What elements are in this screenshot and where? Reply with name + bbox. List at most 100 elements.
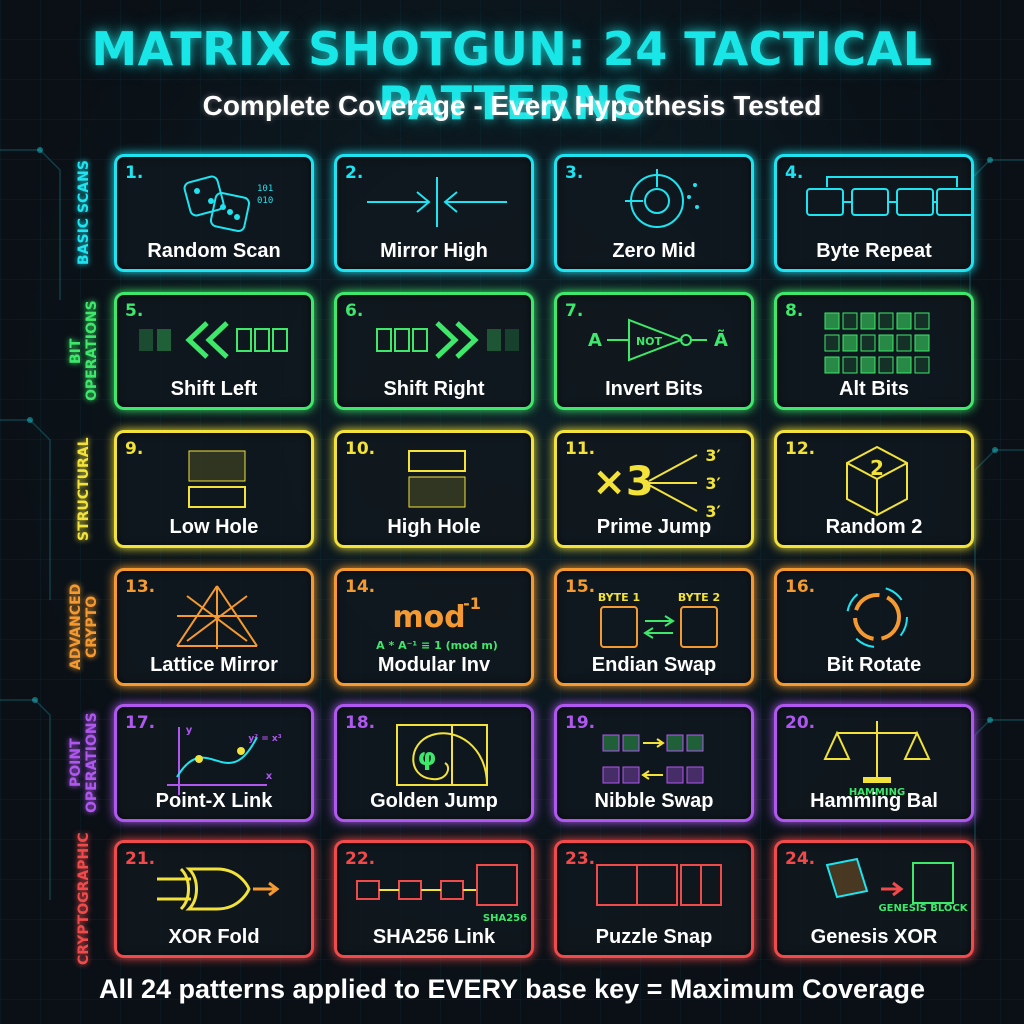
pattern-number: 15. <box>565 577 596 597</box>
genesis-block-icon: GENESIS BLOCK <box>825 857 969 914</box>
pattern-number: 4. <box>785 163 804 183</box>
pattern-card-2[interactable]: 2. Mirror High <box>334 154 534 272</box>
pattern-label: Shift Left <box>170 378 258 400</box>
puzzle-icon <box>596 864 722 906</box>
alt-bits-grid-icon <box>824 312 930 374</box>
pattern-label: Random Scan <box>147 240 281 262</box>
not-gate-icon: A NOT Ã <box>588 318 728 362</box>
pattern-card-3[interactable]: 3. Zero Mid <box>554 154 754 272</box>
svg-text:101: 101 <box>257 184 273 194</box>
pattern-card-8[interactable]: 8. Alt Bits <box>774 292 974 410</box>
pattern-label: Nibble Swap <box>594 790 714 812</box>
dice-face-text: 2 <box>870 456 884 480</box>
pattern-number: 23. <box>565 849 596 869</box>
pattern-card-4[interactable]: 4. Byte Repeat <box>774 154 974 272</box>
curve-x-text: x <box>266 771 273 782</box>
mod-sup-text: -1 <box>463 594 481 613</box>
xor-gate-icon <box>157 867 280 911</box>
pattern-label: Alt Bits <box>839 378 909 400</box>
pattern-card-20[interactable]: HAMMING 20. Hamming Bal <box>774 704 974 822</box>
pattern-card-21[interactable]: 21. XOR Fold <box>114 840 314 958</box>
golden-spiral-icon: φ <box>396 724 488 786</box>
pattern-label: Shift Right <box>383 378 485 400</box>
row-label-1: BIT OPERATIONS <box>68 300 100 402</box>
row-label-5: CRYPTOGRAPHIC <box>76 832 92 966</box>
pattern-label: Puzzle Snap <box>595 926 713 948</box>
dice-2-icon: 2 <box>846 445 908 517</box>
footer-text: All 24 patterns applied to EVERY base ke… <box>98 974 926 1004</box>
phi-text: φ <box>418 743 437 771</box>
genesis-text: GENESIS BLOCK <box>878 903 968 914</box>
mod-main-text: mod <box>392 600 465 635</box>
pattern-number: 7. <box>565 301 584 321</box>
pattern-card-5[interactable]: 5. Shift Left <box>114 292 314 410</box>
pattern-label: XOR Fold <box>168 926 260 948</box>
pattern-card-23[interactable]: 23. Puzzle Snap <box>554 840 754 958</box>
not-gate-text: NOT <box>636 335 663 348</box>
pattern-card-22[interactable]: SHA256 22. SHA256 Link <box>334 840 534 958</box>
pattern-card-10[interactable]: 10. High Hole <box>334 430 534 548</box>
pattern-label: Hamming Bal <box>810 790 938 812</box>
pattern-number: 5. <box>125 301 144 321</box>
pattern-label: Zero Mid <box>612 240 696 262</box>
row-label-0: BASIC SCANS <box>76 160 92 266</box>
prime-out-text: 3′ <box>705 446 720 465</box>
not-input-text: A <box>588 330 602 351</box>
pattern-label: Lattice Mirror <box>150 654 278 676</box>
pattern-card-9[interactable]: 9. Low Hole <box>114 430 314 548</box>
pattern-label: Endian Swap <box>591 654 717 676</box>
pattern-number: 11. <box>565 439 596 459</box>
pattern-number: 21. <box>125 849 156 869</box>
rotate-icon <box>846 586 908 648</box>
pattern-number: 9. <box>125 439 144 459</box>
mirror-arrows-icon <box>367 177 507 227</box>
pattern-card-13[interactable]: 13. Lattice Mirror <box>114 568 314 686</box>
high-hole-icon <box>408 450 466 508</box>
pattern-card-24[interactable]: GENESIS BLOCK 24. Genesis XOR <box>774 840 974 958</box>
lattice-icon <box>176 585 258 649</box>
pattern-card-1[interactable]: 101 010 1. Random Scan <box>114 154 314 272</box>
pattern-label: High Hole <box>387 516 481 538</box>
pattern-number: 22. <box>345 849 376 869</box>
pattern-number: 2. <box>345 163 364 183</box>
pattern-card-12[interactable]: 2 12. Random 2 <box>774 430 974 548</box>
pattern-label: Low Hole <box>169 516 259 538</box>
pattern-card-16[interactable]: 16. Bit Rotate <box>774 568 974 686</box>
curve-y-text: y <box>186 725 193 736</box>
pattern-label: Golden Jump <box>370 790 498 812</box>
mod-equation-text: A * A⁻¹ ≡ 1 (mod m) <box>376 639 498 652</box>
byte2-text: BYTE 2 <box>678 591 720 604</box>
pattern-number: 14. <box>345 577 376 597</box>
shift-right-icon <box>376 321 519 359</box>
pattern-card-18[interactable]: φ 18. Golden Jump <box>334 704 534 822</box>
row-label-4: POINT OPERATIONS <box>68 712 100 814</box>
hash-chain-icon: SHA256 <box>356 864 527 924</box>
prime-out-text: 3′ <box>705 502 720 521</box>
prime-out-text: 3′ <box>705 474 720 493</box>
pattern-number: 18. <box>345 713 376 733</box>
prime-mult-text: ×3 <box>592 459 653 505</box>
pattern-label: Point-X Link <box>155 790 273 812</box>
balance-scale-icon: HAMMING <box>823 721 931 798</box>
pattern-card-19[interactable]: 19. Nibble Swap <box>554 704 754 822</box>
pattern-label: Random 2 <box>825 516 923 538</box>
byte-loop-icon <box>806 176 974 216</box>
page-subtitle: Complete Coverage - Every Hypothesis Tes… <box>202 90 822 121</box>
pattern-card-6[interactable]: 6. Shift Right <box>334 292 534 410</box>
row-label-3: ADVANCED CRYPTO <box>68 583 100 671</box>
pattern-number: 10. <box>345 439 376 459</box>
svg-text:010: 010 <box>257 196 273 206</box>
pattern-label: Genesis XOR <box>810 926 938 948</box>
pattern-label: Mirror High <box>380 240 488 262</box>
pattern-label: Byte Repeat <box>816 240 932 262</box>
pattern-number: 12. <box>785 439 816 459</box>
not-output-text: Ã <box>714 328 728 351</box>
pattern-label: SHA256 Link <box>372 926 496 948</box>
